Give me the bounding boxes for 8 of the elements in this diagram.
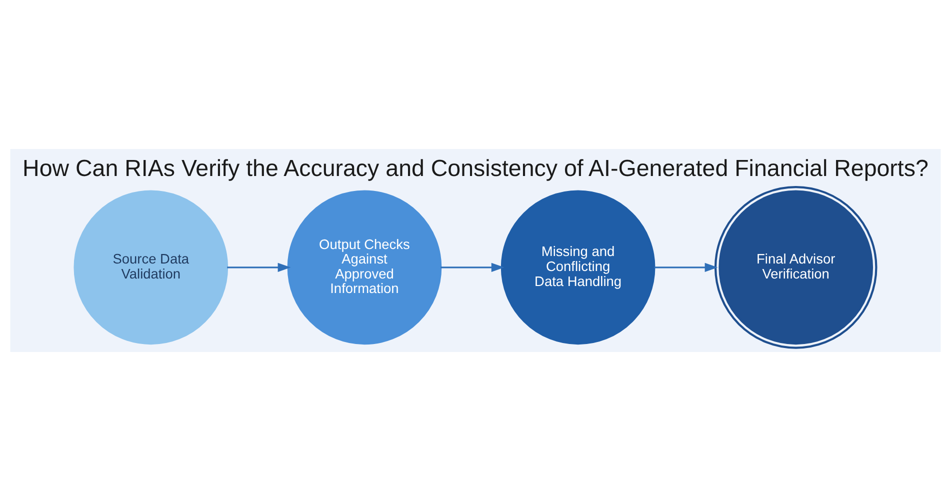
diagram-title: How Can RIAs Verify the Accuracy and Consistency of AI-Generated Financial Reports? [22,154,928,181]
node-circle: Output Checks Against Approved Information [286,190,442,344]
node-circle: Final Advisor Verification [714,186,877,348]
arrow [440,262,504,272]
arrow [226,262,290,272]
node-circle: Source Data Validation [73,190,228,344]
node-circle: Missing and Conflicting Data Handling [500,190,655,344]
arrow [654,262,718,272]
